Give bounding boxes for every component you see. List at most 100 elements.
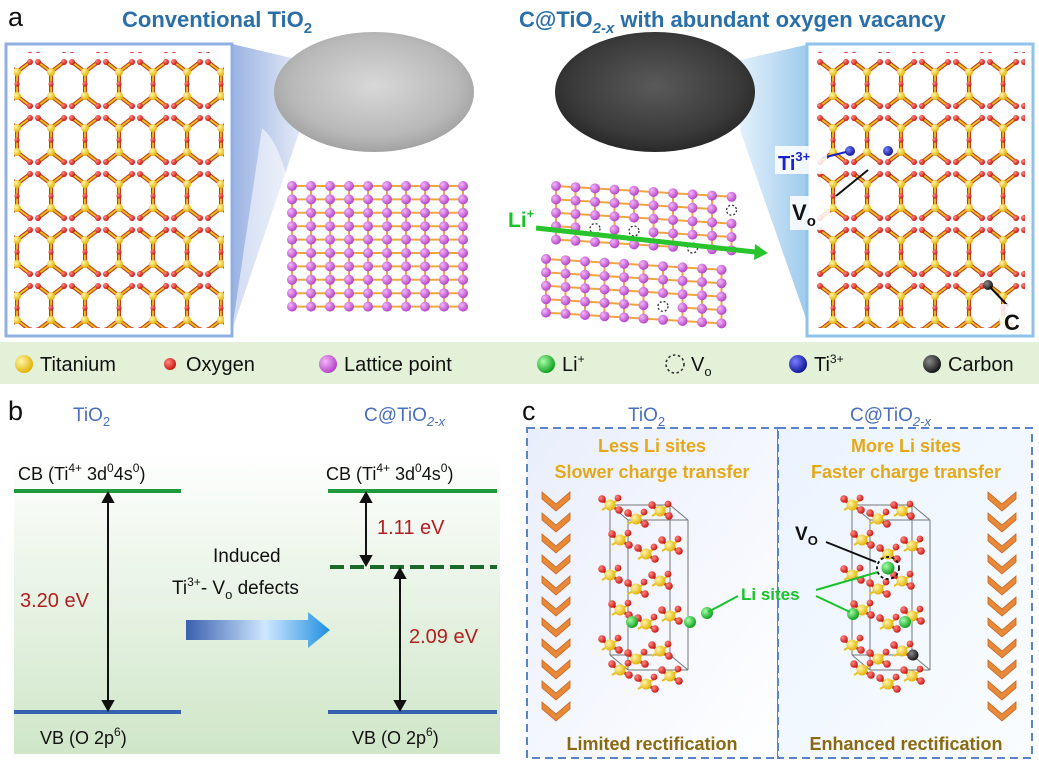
lattice-point — [287, 261, 297, 272]
oxygen-atom — [857, 506, 865, 514]
vo-pointer — [835, 169, 869, 197]
lattice-point — [325, 207, 335, 218]
titanium-atom — [664, 540, 676, 552]
lattice-point — [458, 274, 468, 285]
lattice-point — [363, 274, 373, 285]
oxygen-atom — [867, 541, 875, 549]
titanium-atom — [640, 548, 652, 560]
oxygen-atom — [850, 530, 858, 538]
oxygen-atom — [651, 625, 659, 633]
oxygen-atom — [615, 576, 623, 584]
titanium-atom — [882, 548, 894, 560]
lattice-point — [458, 234, 468, 245]
oxygen-atom — [614, 634, 622, 642]
lattice-point — [382, 207, 392, 218]
lattice-point — [439, 194, 449, 205]
lattice-point — [439, 301, 449, 312]
lattice-point — [458, 207, 468, 218]
titanium-atom — [654, 505, 666, 517]
lattice-point — [648, 227, 659, 238]
lattice-point — [287, 288, 297, 299]
lattice-point — [551, 181, 561, 191]
titanium-atom — [664, 610, 676, 622]
lattice-point — [439, 261, 449, 272]
oxygen-atom — [916, 665, 924, 673]
lattice-point — [580, 310, 590, 320]
lattice-point — [287, 234, 297, 245]
lattice-point — [668, 228, 678, 239]
oxygen-atom — [650, 613, 658, 621]
lattice-point — [619, 312, 629, 323]
lattice-point — [287, 207, 297, 218]
lattice-point — [439, 221, 449, 232]
lattice-point — [609, 184, 620, 195]
lattice-point — [716, 291, 727, 302]
titanium-atom — [614, 534, 626, 546]
carbon-pointer — [989, 286, 1009, 307]
oxygen-atom — [856, 494, 864, 502]
oxygen-atom — [892, 613, 900, 621]
lattice-point — [363, 194, 373, 205]
titanium-atom — [906, 670, 918, 682]
oxygen-atom — [917, 617, 925, 625]
lattice-point — [551, 207, 561, 218]
lattice-point — [458, 301, 468, 312]
vo-label-c: VO — [795, 524, 818, 548]
lattice-point — [363, 301, 373, 312]
lattice-point — [382, 274, 392, 285]
oxygen-atom — [675, 677, 683, 685]
legend-label: Vo — [691, 354, 712, 379]
tio2-crystal-structure — [14, 52, 224, 328]
oxygen-atom — [882, 648, 890, 656]
li-sites-pointer — [815, 571, 879, 591]
lattice-point — [707, 230, 717, 241]
panel-b-left-title: TiO2 — [73, 405, 110, 429]
oxygen-atom — [648, 571, 656, 579]
lattice-point — [363, 181, 373, 191]
oxygen-atom — [917, 547, 925, 555]
legend-marker — [789, 355, 807, 373]
lattice-point — [609, 238, 620, 249]
lattice-point — [344, 207, 354, 218]
lattice-point — [677, 302, 688, 313]
oxygen-atom — [916, 605, 924, 613]
oxygen-atom — [890, 641, 898, 649]
oxygen-atom — [906, 500, 914, 508]
gap-arrow-right-top — [359, 490, 373, 568]
oxygen-atom — [664, 500, 672, 508]
lattice-point — [344, 248, 354, 258]
lattice-point — [344, 181, 354, 191]
lattice-point — [697, 303, 707, 314]
lattice-point — [551, 194, 561, 205]
titanium-atom — [856, 664, 868, 676]
titanium-atom — [640, 618, 652, 630]
oxygen-atom — [883, 590, 891, 598]
chevron — [541, 575, 571, 596]
oxygen-atom — [883, 520, 891, 528]
lattice-point — [609, 224, 620, 235]
lattice-point — [570, 209, 581, 219]
lattice-point — [658, 288, 668, 298]
oxygen-atom — [840, 635, 848, 643]
lattice-point — [439, 274, 449, 285]
lattice-point — [590, 237, 600, 247]
oxygen-atom — [866, 599, 874, 607]
lattice-point — [401, 274, 411, 285]
lattice-point — [648, 213, 659, 224]
chevron-stack-left — [541, 491, 571, 722]
lattice-point — [638, 260, 649, 270]
right-line2: Faster charge transfer — [811, 462, 1001, 482]
panel-a-letter: a — [8, 2, 24, 32]
oxygen-atom — [866, 659, 874, 667]
lattice-point — [638, 286, 649, 297]
oxygen-atom — [648, 641, 656, 649]
legend-label: Ti3+ — [814, 352, 844, 376]
lattice-point — [619, 258, 629, 269]
li-atom — [881, 561, 895, 575]
lattice-point — [716, 305, 727, 315]
oxygen-atom — [658, 606, 666, 614]
titanium-atom — [630, 653, 642, 665]
lattice-point — [325, 248, 335, 258]
panel-c-left-title: TiO2 — [628, 405, 665, 429]
legend-bar — [0, 342, 1039, 384]
